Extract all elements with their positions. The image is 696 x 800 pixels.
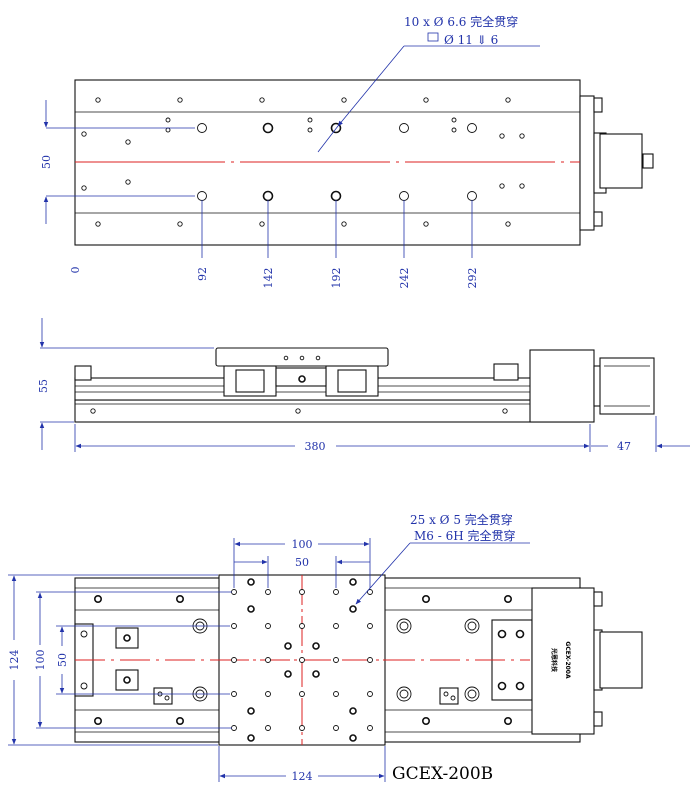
plate-holes (231, 589, 373, 731)
top-dim-height: 50 (40, 155, 53, 169)
top-view: 10 x Ø 6.6 完全贯穿 Ø 11 ⇓ 6 50 0 92 142 192… (40, 14, 654, 289)
bottom-motor: 光恩科技 GCEX-200A (531, 587, 643, 735)
bottom-view: 光恩科技 GCEX-200A (8, 512, 643, 784)
side-view: 55 380 47 (37, 318, 690, 453)
top-pos-192: 192 (330, 268, 343, 289)
bottom-callout-line2: M6 - 6H 完全贯穿 (414, 528, 516, 543)
bottom-callout-line1: 25 x Ø 5 完全贯穿 (410, 512, 513, 527)
top-mounting-holes (197, 122, 477, 202)
top-pos-292: 292 (466, 268, 479, 289)
top-pos-0: 0 (69, 267, 82, 274)
side-dim-length: 380 (305, 440, 326, 453)
top-callout-line1: 10 x Ø 6.6 完全贯穿 (404, 14, 518, 29)
bottom-dim-100-left: 100 (34, 650, 47, 671)
top-pos-142: 142 (262, 268, 275, 289)
top-small-holes (81, 97, 525, 227)
bottom-rail-screws (94, 594, 512, 725)
model-name: GCEX-200B (392, 764, 493, 784)
top-position-lines (201, 200, 473, 258)
bottom-dim-124-bottom: 124 (292, 770, 313, 783)
bottom-dim-50-left: 50 (56, 653, 69, 667)
top-motor (579, 95, 654, 231)
top-callout-line2: Ø 11 ⇓ 6 (444, 33, 498, 47)
bottom-dim-50-top: 50 (295, 556, 309, 569)
side-dim-motor: 47 (617, 440, 631, 453)
side-dim-height: 55 (37, 379, 50, 393)
top-pos-92: 92 (196, 267, 209, 281)
brand-label: 光恩科技 (550, 647, 558, 673)
bottom-dim-124-left: 124 (8, 650, 21, 671)
plate-screws (247, 578, 357, 742)
bottom-dim-100-top: 100 (292, 538, 313, 551)
side-motor (529, 349, 655, 423)
brand-model: GCEX-200A (564, 641, 571, 679)
top-pos-242: 242 (398, 268, 411, 289)
